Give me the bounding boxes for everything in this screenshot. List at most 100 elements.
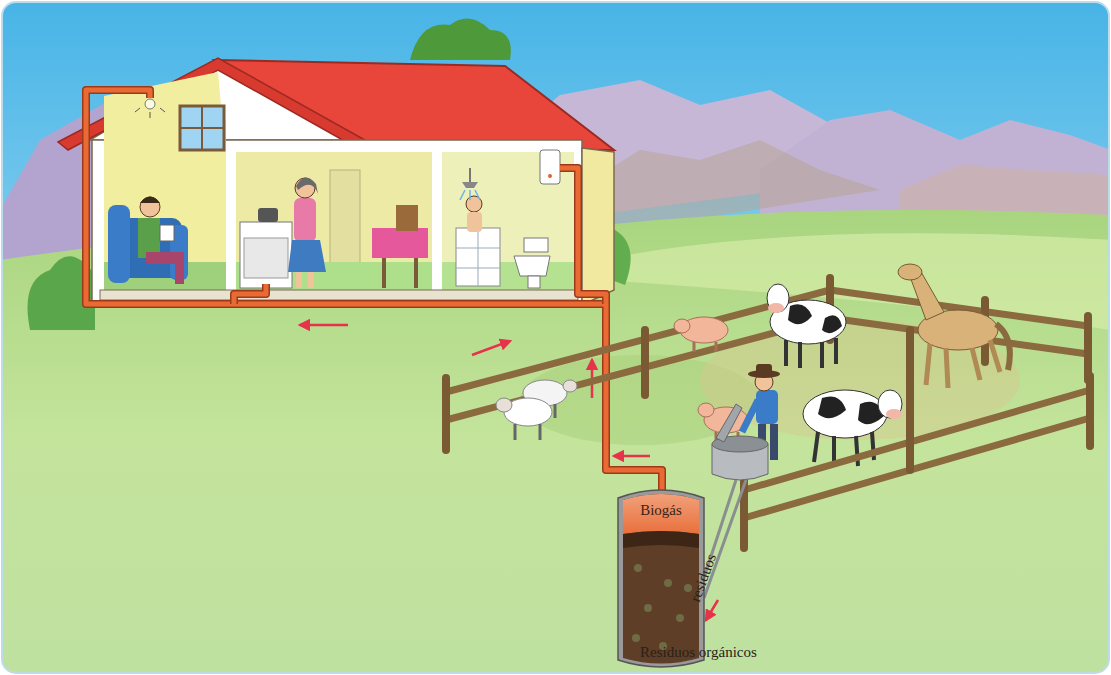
house-part — [135, 108, 140, 112]
flow-arrows-part — [706, 600, 718, 620]
sheep-part — [496, 398, 512, 412]
sheep-part — [563, 380, 577, 392]
kitchen-figure-part — [240, 222, 292, 288]
bathroom-figure-part — [514, 256, 550, 276]
cow-part — [798, 342, 802, 368]
pigs-part — [715, 342, 718, 352]
cow-part — [834, 338, 838, 364]
gas-pipe-part — [86, 90, 662, 492]
farmer-part — [770, 424, 778, 460]
sludge-fleck — [664, 579, 672, 587]
pigs-part — [674, 319, 690, 333]
house-part — [180, 106, 224, 150]
pigs-part — [693, 342, 696, 352]
flow-arrows-part — [472, 341, 510, 355]
tank-caption: Residuos orgánicos — [640, 644, 757, 661]
bathroom-figure-part — [528, 276, 540, 288]
bathroom-figure-part — [462, 182, 478, 188]
kitchen-figure-part — [258, 208, 278, 222]
sludge-fleck — [634, 564, 642, 572]
cow — [767, 284, 846, 368]
house-part — [150, 112, 151, 118]
scum-layer — [623, 531, 699, 548]
kitchen-figure-part — [294, 198, 316, 242]
sludge-fleck — [632, 634, 640, 642]
cow-part — [803, 390, 887, 438]
fence-front — [744, 330, 1090, 548]
cow-part — [878, 390, 902, 418]
bathroom-figure-part — [467, 212, 482, 232]
shrubs-part — [410, 19, 511, 60]
fence-front-part — [1086, 376, 1094, 446]
bathroom-figure-part — [540, 150, 560, 184]
horse-part — [926, 344, 930, 385]
flow-arrows-part — [300, 324, 348, 327]
house-part — [215, 60, 614, 150]
sheep-part — [514, 424, 517, 440]
living-room-figure-part — [140, 197, 160, 204]
fence-front-part — [906, 330, 914, 470]
shrubs — [28, 19, 631, 330]
cow-part — [788, 304, 812, 324]
bathroom-figure-part — [460, 190, 480, 200]
kitchen-figure-part — [372, 228, 428, 258]
house — [58, 58, 614, 305]
kitchen-figure-part — [288, 240, 326, 272]
cow-part — [856, 436, 858, 466]
house-part — [330, 170, 360, 278]
horse — [898, 264, 1010, 388]
kitchen-figure-part — [244, 238, 288, 278]
fence-back — [446, 278, 1088, 450]
bathroom-figure-part — [524, 238, 548, 252]
gas-pipe-part — [560, 168, 606, 304]
cow — [803, 390, 902, 466]
cow-part — [818, 397, 846, 419]
kitchen-figure-part — [296, 272, 302, 288]
gas-pipe-part — [234, 284, 266, 304]
hills-part — [600, 233, 1109, 330]
cow-part — [784, 340, 788, 366]
house-part — [180, 127, 224, 129]
fence-back-part — [1084, 316, 1092, 380]
house-part — [135, 108, 165, 118]
cow-part — [767, 284, 789, 312]
fence-front-part — [744, 390, 1090, 490]
bathroom-figure-part — [548, 174, 552, 178]
living-room-figure-part — [175, 252, 184, 284]
kitchen-figure-part — [308, 272, 314, 288]
cow-part — [822, 315, 842, 333]
kitchen-figure-part — [296, 177, 318, 194]
tank-wall — [618, 490, 704, 667]
flow-arrows-part — [614, 455, 650, 458]
fence-back-part — [442, 378, 450, 450]
digester-tank: BiogásResiduos orgánicos — [618, 488, 704, 668]
gas-pipe-part — [86, 90, 662, 492]
bathroom-figure-part — [475, 190, 480, 200]
fence-back-part — [641, 330, 649, 395]
farmer-part — [756, 364, 772, 374]
farmer-part — [756, 390, 778, 424]
pigs-part — [698, 403, 714, 417]
kitchen-figure-part — [414, 258, 418, 288]
living-room-figure — [108, 197, 188, 285]
bathroom-figure-part — [456, 228, 500, 286]
fence-front-part — [744, 418, 1090, 518]
hills-part — [2, 210, 1109, 673]
waste-inlet-part — [716, 404, 742, 442]
bathroom-figure — [456, 150, 560, 288]
house-part — [236, 152, 432, 290]
house-part — [160, 108, 165, 112]
cow-part — [786, 338, 836, 368]
living-room-figure-part — [108, 205, 130, 283]
farmer-part — [742, 400, 758, 432]
bathroom-figure-part — [469, 190, 471, 200]
bathroom-figure-part — [469, 168, 471, 182]
bathroom-figure-part — [478, 228, 479, 286]
cow-part — [814, 432, 818, 462]
sludge-fleck — [644, 604, 652, 612]
horse-part — [926, 340, 1000, 388]
organic-content — [623, 494, 699, 664]
house-part — [100, 290, 578, 300]
